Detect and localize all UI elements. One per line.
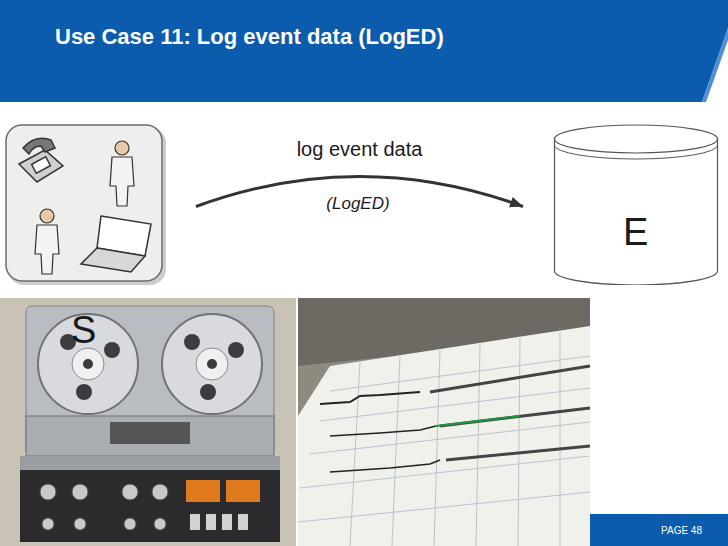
edge-label: log event data — [297, 138, 423, 161]
node-label: S — [71, 310, 96, 350]
page-box — [590, 514, 728, 546]
node-label: E — [623, 212, 648, 252]
cylinder-outline — [553, 124, 719, 285]
photo-illustrations — [0, 296, 728, 546]
slide-title: Use Case 11: Log event data (LogED) — [55, 22, 575, 51]
actor-box: S — [5, 124, 166, 285]
header-band — [0, 0, 728, 110]
page-number: PAGE 48 — [661, 525, 702, 536]
rounded-box-outline — [5, 124, 166, 285]
data-store-cylinder: E — [553, 124, 719, 285]
edge-annotation: (LogED) — [326, 194, 389, 214]
